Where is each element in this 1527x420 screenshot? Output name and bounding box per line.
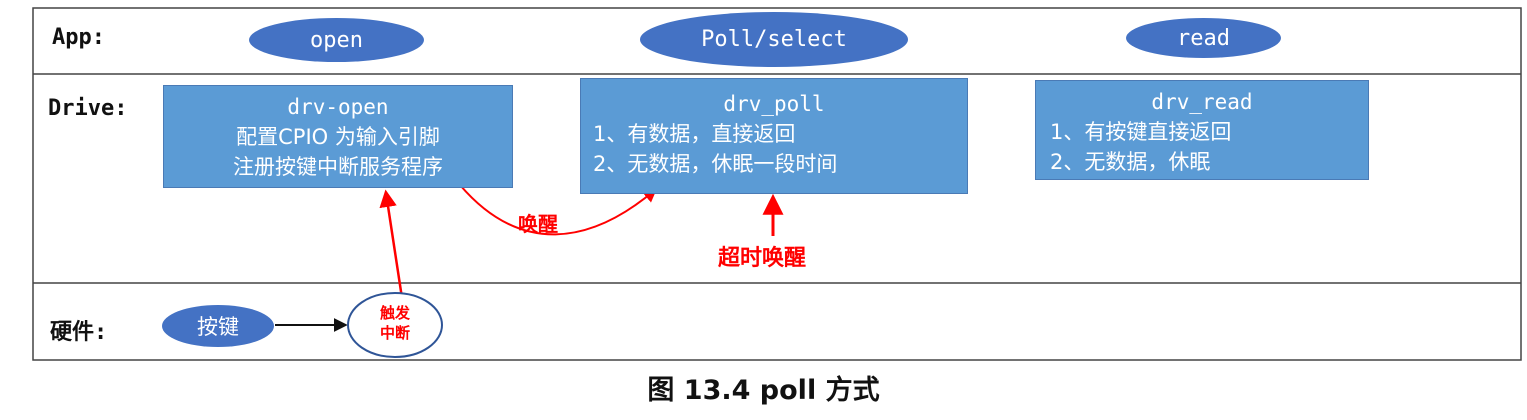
drv-read-line2: 2、无数据，休眠	[1050, 150, 1211, 174]
drv-poll-line1: 1、有数据，直接返回	[593, 122, 796, 146]
trigger-interrupt-ellipse	[347, 292, 443, 358]
app-open-ellipse: open	[249, 18, 424, 62]
drv-read-line1: 1、有按键直接返回	[1050, 120, 1232, 144]
hardware-key-label: 按键	[197, 315, 239, 339]
drv-open-line2: 注册按键中断服务程序	[164, 152, 512, 182]
app-poll-ellipse: Poll/select	[640, 12, 908, 67]
drv-read-title: drv_read	[1151, 90, 1253, 114]
drv-read-box: drv_read 1、有按键直接返回 2、无数据，休眠	[1035, 80, 1369, 180]
drv-open-line2-highlight: 中断服务程序	[317, 155, 443, 179]
wake-curve-arrow	[459, 184, 658, 236]
trigger-interrupt-text: 触发 中断	[348, 303, 442, 343]
hardware-key-ellipse: 按键	[162, 305, 274, 347]
timeout-wake-label: 超时唤醒	[718, 246, 807, 271]
drv-poll-box: drv_poll 1、有数据，直接返回 2、无数据，休眠一段时间	[580, 78, 968, 194]
trigger-line1: 触发	[379, 304, 410, 322]
drv-open-title: drv-open	[287, 95, 389, 119]
row-label-app: App:	[52, 25, 105, 50]
drv-open-line1: 配置CPIO 为输入引脚	[236, 125, 440, 149]
app-read-label: read	[1177, 25, 1230, 51]
app-read-ellipse: read	[1126, 18, 1281, 58]
figure-caption: 图 13.4 poll 方式	[647, 375, 880, 406]
drv-poll-line2: 2、无数据，休眠一段时间	[593, 152, 838, 176]
drv-open-line2-prefix: 注册按键	[233, 155, 317, 179]
trigger-to-isr-arrow	[379, 189, 404, 299]
app-poll-label: Poll/select	[701, 27, 847, 52]
app-open-label: open	[310, 27, 363, 53]
row-label-hardware: 硬件:	[50, 320, 108, 345]
row-label-drive: Drive:	[48, 96, 128, 121]
outer-border	[32, 7, 1522, 361]
wake-label: 唤醒	[518, 212, 558, 236]
trigger-line2: 中断	[379, 324, 410, 342]
drv-poll-title: drv_poll	[723, 92, 825, 116]
drv-open-box: drv-open 配置CPIO 为输入引脚 注册按键中断服务程序	[163, 85, 513, 188]
